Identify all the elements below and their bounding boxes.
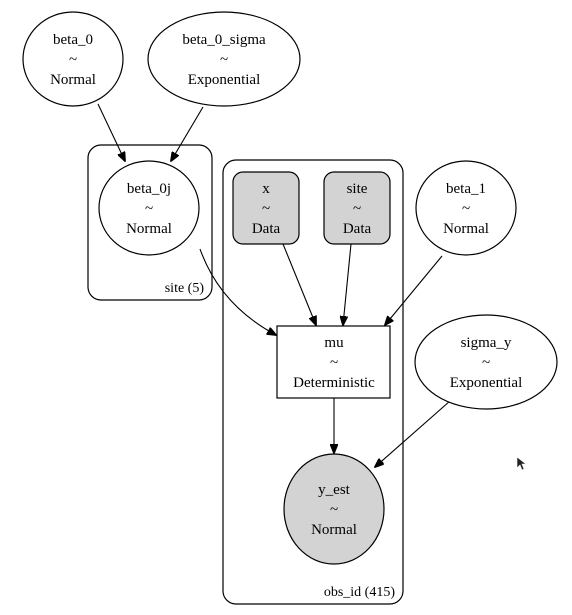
edge-site-mu (343, 243, 352, 325)
plate-site: site (5) (87, 144, 213, 301)
node-mu-tilde: ~ (330, 355, 338, 371)
node-site-dist: Data (343, 221, 372, 237)
edge-sigma_y-y_est (375, 400, 451, 467)
node-sigma_y-name: sigma_y (461, 335, 512, 351)
node-y_est: y_est ~ Normal (283, 453, 385, 565)
edges (97, 103, 451, 467)
node-beta_0_sigma-dist: Exponential (188, 72, 260, 88)
node-beta_0j-name: beta_0j (127, 181, 171, 197)
node-sigma_y-tilde: ~ (482, 355, 490, 371)
edge-beta_0j-mu (199, 248, 276, 335)
node-x-dist: Data (252, 221, 281, 237)
node-y_est-tilde: ~ (330, 502, 338, 518)
node-beta_1-tilde: ~ (462, 201, 470, 217)
edge-beta_0_sigma-beta_0j (171, 106, 204, 161)
node-beta_0-tilde: ~ (69, 52, 77, 68)
node-y_est-name: y_est (318, 482, 350, 498)
node-site-name: site (347, 181, 368, 197)
node-beta_0j-dist: Normal (126, 221, 172, 237)
node-beta_1-dist: Normal (443, 221, 489, 237)
node-sigma_y: sigma_y ~ Exponential (414, 314, 558, 410)
plate-obs-id: obs_id (415) (222, 159, 404, 605)
node-beta_0_sigma-tilde: ~ (220, 52, 228, 68)
edge-x-mu (282, 243, 316, 325)
node-beta_0j: beta_0j ~ Normal (98, 160, 200, 256)
node-beta_0: beta_0 ~ Normal (22, 11, 124, 107)
node-mu-name: mu (324, 335, 344, 351)
plate-site-label: site (5) (165, 281, 205, 296)
edge-beta_1-mu (385, 255, 443, 325)
node-beta_0-name: beta_0 (53, 32, 93, 48)
node-beta_1-name: beta_1 (446, 181, 486, 197)
node-beta_1: beta_1 ~ Normal (415, 160, 517, 256)
node-x-tilde: ~ (262, 201, 270, 217)
node-x-name: x (262, 181, 270, 197)
node-beta_0_sigma-name: beta_0_sigma (182, 32, 266, 48)
edge-beta_0-beta_0j (97, 103, 125, 161)
node-x: x ~ Data (232, 171, 300, 245)
node-y_est-dist: Normal (311, 522, 357, 538)
node-site: site ~ Data (323, 171, 391, 245)
mouse-cursor-icon (516, 456, 527, 471)
node-beta_0_sigma: beta_0_sigma ~ Exponential (147, 11, 301, 107)
plate-obs-id-label: obs_id (415) (324, 585, 396, 600)
node-site-tilde: ~ (353, 201, 361, 217)
node-beta_0j-tilde: ~ (145, 201, 153, 217)
node-sigma_y-dist: Exponential (450, 375, 522, 391)
node-mu-dist: Deterministic (293, 375, 375, 391)
node-mu: mu ~ Deterministic (276, 325, 391, 399)
node-beta_0-dist: Normal (50, 72, 96, 88)
